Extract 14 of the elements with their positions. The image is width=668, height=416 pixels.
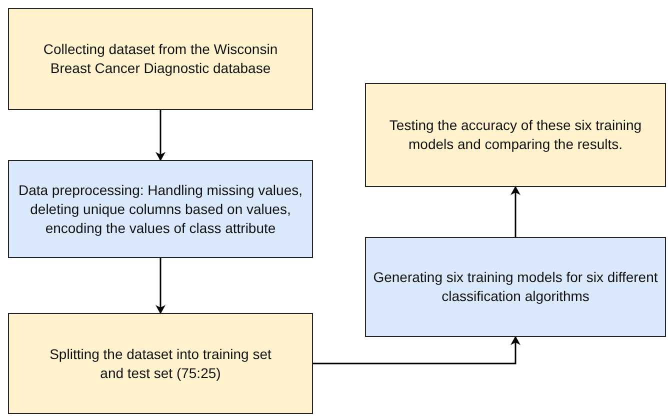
arrow xyxy=(156,110,166,161)
box-text: Collecting dataset from the Wisconsin Breast Cancer Diagnostic database xyxy=(42,40,279,78)
process-box xyxy=(8,160,313,258)
process-box xyxy=(365,83,666,187)
process-box xyxy=(365,237,666,337)
arrow xyxy=(510,186,520,237)
process-box xyxy=(8,8,313,110)
box-text: Splitting the dataset into training set and test set (75:25) xyxy=(48,344,272,382)
box-text: Generating six training models for six different classification algorithms xyxy=(372,268,659,306)
box-text: Data preprocessing: Handling missing values, deleting unique columns based on values, encoding the values of class attribute xyxy=(17,180,304,238)
arrow xyxy=(156,258,166,314)
arrow xyxy=(313,336,520,364)
box-text: Testing the accuracy of these six training models and comparing the results. xyxy=(388,116,643,154)
process-box xyxy=(8,313,313,414)
